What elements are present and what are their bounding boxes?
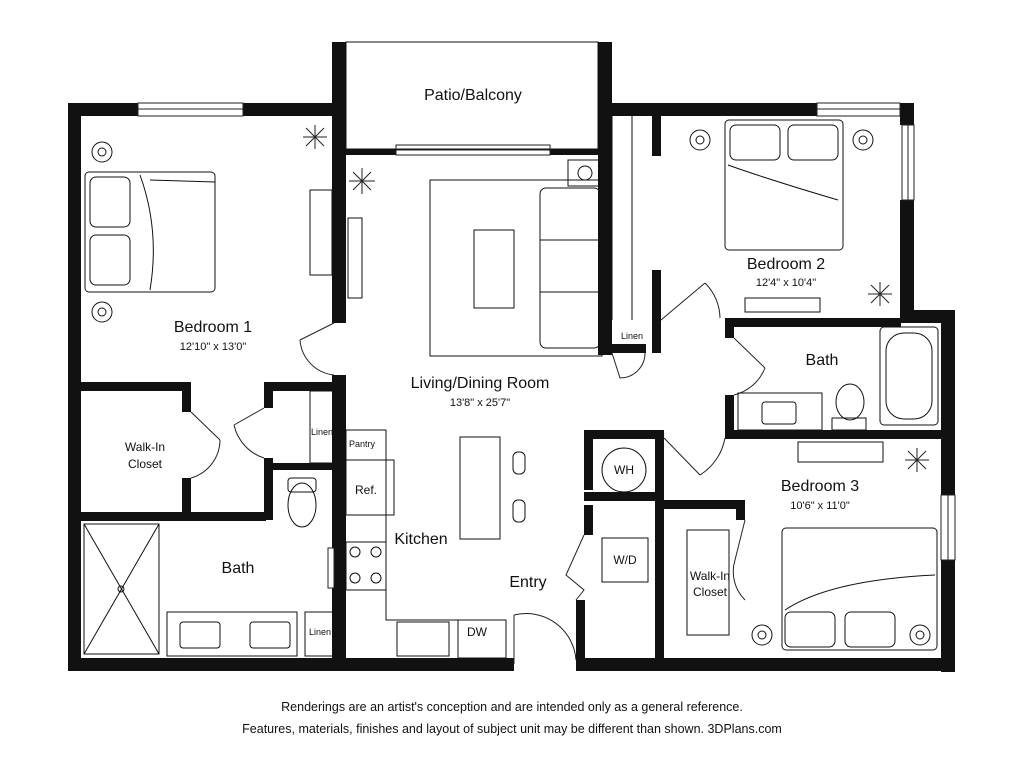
living-dims: 13'8" x 25'7" (449, 397, 511, 409)
kitchen-label: Kitchen (394, 531, 448, 548)
bath-right-fixtures (737, 326, 939, 431)
disclaimer-line1: Renderings are an artist's conception an… (281, 700, 743, 714)
bedroom3-dims: 10'6" x 11'0" (790, 500, 850, 512)
living-label: Living/Dining Room (410, 375, 550, 392)
interior-walls (81, 116, 941, 670)
walkin-left-line1: Walk-In (124, 440, 166, 454)
bath-right-label: Bath (805, 352, 839, 369)
bedroom2-furniture (611, 116, 874, 320)
walkin-right-line2: Closet (692, 585, 728, 599)
bath-left-fixtures (83, 390, 336, 657)
bedroom1-label: Bedroom 1 (173, 319, 253, 336)
doors (190, 282, 766, 664)
bedroom1-furniture (84, 141, 363, 323)
bath-left-label: Bath (221, 560, 255, 577)
walkin-left-line2: Closet (127, 457, 163, 471)
linen-label-bottom: Linen (308, 627, 332, 637)
living-furniture (429, 159, 603, 540)
linen-label-top: Linen (310, 427, 334, 437)
bedroom3-furniture (686, 441, 938, 651)
patio-label: Patio/Balcony (424, 87, 522, 104)
patio-outline (345, 41, 599, 150)
wh-label: WH (614, 463, 634, 477)
pantry-label: Pantry (348, 439, 376, 449)
disclaimer-line2: Features, materials, finishes and layout… (242, 722, 782, 736)
plants (303, 125, 929, 472)
bedroom2-label: Bedroom 2 (746, 256, 826, 273)
kitchen-fixtures (345, 429, 507, 659)
wd-label: W/D (613, 553, 637, 567)
ref-label: Ref. (354, 483, 378, 497)
walkin-right-line1: Walk-In (689, 569, 731, 583)
linen-label-mid: Linen (620, 331, 644, 341)
bedroom2-dims: 12'4" x 10'4" (755, 277, 817, 289)
entry-label: Entry (509, 574, 547, 591)
utility-fixtures (601, 447, 649, 583)
bedroom3-label: Bedroom 3 (780, 478, 860, 495)
dw-label: DW (467, 625, 487, 639)
bedroom1-dims: 12'10" x 13'0" (179, 341, 247, 353)
windows (137, 102, 956, 589)
